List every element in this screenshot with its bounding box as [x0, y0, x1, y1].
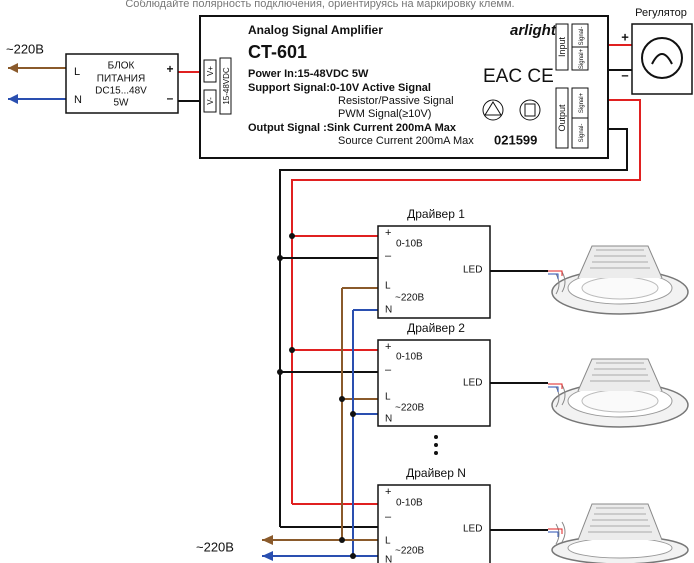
- svg-text:~220В: ~220В: [395, 403, 425, 414]
- svg-text:0-10В: 0-10В: [396, 239, 423, 250]
- svg-text:N: N: [74, 94, 82, 106]
- svg-text:N: N: [385, 414, 392, 425]
- svg-text:V-: V-: [206, 97, 215, 105]
- power-supply: L N БЛОК ПИТАНИЯ DC15...48V 5W + –: [65, 53, 179, 114]
- svg-text:Support Signal:0-10V Active Si: Support Signal:0-10V Active Signal: [248, 82, 431, 94]
- class-three-icon: [482, 99, 504, 121]
- svg-text:L: L: [385, 392, 391, 403]
- svg-text:Power In:15-48VDC 5W: Power In:15-48VDC 5W: [248, 68, 369, 80]
- svg-text:L: L: [385, 281, 391, 292]
- downlight-lamp-icon: [548, 245, 689, 315]
- driver-title: Драйвер 2: [407, 321, 465, 335]
- cert-marks: EAC CE: [483, 66, 554, 87]
- svg-text:DC15...48V: DC15...48V: [95, 86, 147, 97]
- brand-logo: arlight: [510, 22, 557, 39]
- svg-text:Signal+: Signal+: [579, 92, 585, 113]
- svg-text:LED: LED: [463, 378, 482, 389]
- svg-text:Output: Output: [557, 104, 567, 132]
- svg-text:Signal-: Signal-: [579, 124, 585, 143]
- mains-label-bottom: ~220В: [196, 539, 234, 554]
- svg-text:+: +: [385, 227, 391, 239]
- mains-label-top: ~220В: [6, 41, 44, 56]
- svg-text:–: –: [385, 364, 392, 376]
- svg-text:PWM Signal(≥10V): PWM Signal(≥10V): [338, 108, 431, 120]
- svg-text:+: +: [166, 62, 173, 76]
- driver-title: Драйвер N: [406, 466, 466, 480]
- svg-text:–: –: [167, 91, 174, 105]
- downlight-lamp-icon: [548, 503, 689, 563]
- svg-text:~220В: ~220В: [395, 293, 425, 304]
- model-name: CT-601: [248, 42, 307, 62]
- downlight-lamp-icon: [548, 358, 689, 428]
- svg-text:V+: V+: [206, 66, 215, 76]
- driver-2: Драйвер 2 + 0-10В – LED L ~220В N: [377, 321, 491, 427]
- svg-text:N: N: [385, 305, 392, 316]
- indoor-use-icon: [519, 99, 541, 121]
- amplifier-title: Analog Signal Amplifier: [248, 23, 383, 37]
- more-drivers-ellipsis: [434, 435, 438, 455]
- svg-text:15-48VDC: 15-48VDC: [222, 67, 231, 105]
- svg-text:L: L: [385, 536, 391, 547]
- svg-text:Output Signal :Sink Current 20: Output Signal :Sink Current 200mA Max: [248, 122, 457, 134]
- regulator-knob-icon: [641, 37, 683, 79]
- driver-1: Драйвер 1 + 0-10В – LED L ~220В N: [377, 207, 491, 319]
- svg-text:Signal-: Signal-: [579, 27, 585, 46]
- svg-text:+: +: [385, 341, 391, 353]
- driver-title: Драйвер 1: [407, 207, 465, 221]
- driver-n: Драйвер N + 0-10В – LED L ~220В N: [377, 466, 491, 563]
- svg-text:Регулятор: Регулятор: [635, 7, 687, 19]
- svg-text:–: –: [385, 511, 392, 523]
- svg-text:0-10В: 0-10В: [396, 498, 423, 509]
- svg-text:–: –: [385, 250, 392, 262]
- svg-text:~220В: ~220В: [395, 546, 425, 557]
- svg-text:Signal+: Signal+: [579, 48, 585, 69]
- svg-text:ПИТАНИЯ: ПИТАНИЯ: [97, 74, 145, 85]
- svg-text:5W: 5W: [114, 98, 130, 109]
- svg-text:L: L: [74, 66, 80, 78]
- svg-text:N: N: [385, 555, 392, 563]
- svg-text:Source Current 200mA Max: Source Current 200mA Max: [338, 135, 474, 147]
- product-code: 021599: [494, 132, 537, 147]
- svg-text:0-10В: 0-10В: [396, 352, 423, 363]
- svg-text:Resistor/Passive Signal: Resistor/Passive Signal: [338, 95, 454, 107]
- svg-text:–: –: [621, 67, 628, 82]
- svg-text:LED: LED: [463, 524, 482, 535]
- polarity-note: Соблюдайте полярность подключения, ориен…: [125, 0, 514, 10]
- amplifier-module: V+ V- 15-48VDC Analog Signal Amplifier a…: [199, 15, 609, 159]
- svg-text:+: +: [385, 486, 391, 498]
- wiring: [8, 44, 641, 561]
- svg-text:+: +: [621, 29, 629, 44]
- svg-text:LED: LED: [463, 265, 482, 276]
- regulator: Регулятор + –: [621, 7, 693, 95]
- svg-text:Input: Input: [557, 36, 567, 57]
- svg-text:БЛОК: БЛОК: [108, 61, 135, 72]
